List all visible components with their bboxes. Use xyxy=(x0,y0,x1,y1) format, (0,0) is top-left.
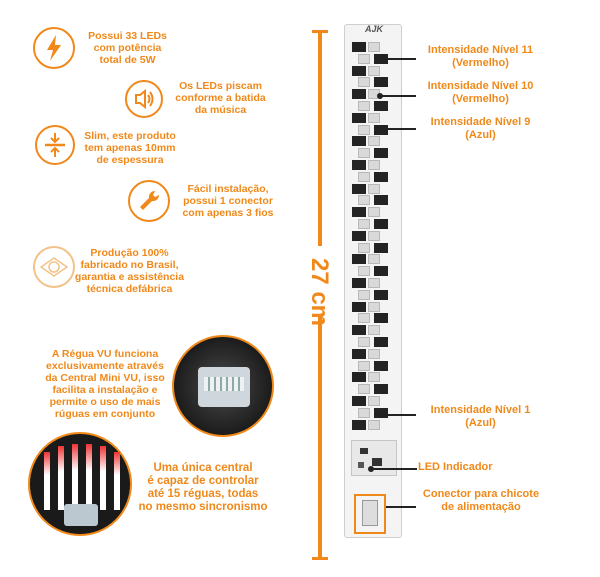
brazil-flag-icon xyxy=(33,246,75,288)
led-driver xyxy=(374,243,388,253)
led-chip xyxy=(368,136,380,146)
connector-box xyxy=(354,494,386,534)
feature-leds-text: Possui 33 LEDs com potência total de 5W xyxy=(88,30,167,66)
lightning-icon xyxy=(33,27,75,69)
led-driver xyxy=(352,231,366,241)
led-driver xyxy=(352,42,366,52)
led-chip xyxy=(368,349,380,359)
led-driver xyxy=(352,349,366,359)
led-chip xyxy=(358,290,370,300)
connector-label: Conector para chicote de alimentação xyxy=(422,488,540,513)
led-driver xyxy=(352,136,366,146)
led-driver xyxy=(374,384,388,394)
led-driver xyxy=(374,337,388,347)
led-chip xyxy=(358,54,370,64)
led-driver xyxy=(352,184,366,194)
led-driver xyxy=(352,254,366,264)
led-chip xyxy=(368,42,380,52)
led-driver xyxy=(352,396,366,406)
led-driver xyxy=(374,313,388,323)
led-indicator-label: LED Indicador xyxy=(418,461,493,473)
led-chip xyxy=(358,408,370,418)
led-chip xyxy=(358,195,370,205)
led-chip xyxy=(368,160,380,170)
led-chip xyxy=(358,219,370,229)
led-driver xyxy=(374,219,388,229)
level11-line xyxy=(380,58,416,60)
led-chip xyxy=(368,254,380,264)
level10-label: Intensidade Nível 10 (Vermelho) xyxy=(427,80,534,105)
led-driver xyxy=(374,172,388,182)
led-chip xyxy=(358,243,370,253)
led-indicator-chip xyxy=(360,448,368,454)
led-chip xyxy=(368,372,380,382)
led-driver xyxy=(374,148,388,158)
led-chip xyxy=(368,325,380,335)
level11-label: Intensidade Nível 11 (Vermelho) xyxy=(427,44,534,69)
led-driver xyxy=(352,89,366,99)
led-chip xyxy=(358,148,370,158)
feature-music-text: Os LEDs piscam conforme a batida da músi… xyxy=(175,80,266,116)
led-driver xyxy=(352,113,366,123)
feature-central-text: A Régua VU funciona exclusivamente atrav… xyxy=(45,348,165,420)
led-driver xyxy=(352,420,366,430)
led-driver xyxy=(352,325,366,335)
led-indicator-chip-2 xyxy=(372,458,382,466)
led-driver xyxy=(352,372,366,382)
led-driver xyxy=(352,160,366,170)
feature-sync-text: Uma única central é capaz de controlar a… xyxy=(138,462,268,513)
feature-slim-text: Slim, este produto tem apenas 10mm de es… xyxy=(84,130,176,166)
led-driver xyxy=(374,77,388,87)
led-driver xyxy=(352,278,366,288)
led-chip xyxy=(358,125,370,135)
led-driver xyxy=(374,101,388,111)
level1-line xyxy=(380,414,416,416)
led-chip xyxy=(368,420,380,430)
led-chip xyxy=(358,172,370,182)
led-indicator-line xyxy=(371,468,417,470)
dimension-cap-top xyxy=(312,30,328,33)
dimension-cap-bottom xyxy=(312,557,328,560)
led-chip xyxy=(358,384,370,394)
led-driver xyxy=(374,195,388,205)
led-chip xyxy=(368,231,380,241)
dimension-label: 27 cm xyxy=(306,257,333,327)
connector xyxy=(362,500,378,526)
led-driver xyxy=(352,207,366,217)
led-chip xyxy=(368,66,380,76)
speaker-icon xyxy=(125,80,163,118)
level10-line xyxy=(380,95,416,97)
led-chip xyxy=(358,77,370,87)
led-chip xyxy=(368,396,380,406)
led-driver xyxy=(374,361,388,371)
led-chip xyxy=(368,113,380,123)
led-chip xyxy=(358,313,370,323)
led-chip xyxy=(358,266,370,276)
led-driver xyxy=(374,266,388,276)
led-driver xyxy=(352,66,366,76)
led-driver xyxy=(374,290,388,300)
level9-line xyxy=(380,128,416,130)
thickness-icon xyxy=(35,125,75,165)
led-driver xyxy=(352,302,366,312)
led-chip xyxy=(368,207,380,217)
led-chip xyxy=(358,101,370,111)
level1-label: Intensidade Nível 1 (Azul) xyxy=(430,404,531,429)
led-chip xyxy=(368,278,380,288)
dimension-label-bg xyxy=(308,246,332,316)
led-indicator-chip-3 xyxy=(358,462,364,468)
led-chip xyxy=(358,337,370,347)
central-mini-image xyxy=(172,335,274,437)
led-chip xyxy=(368,184,380,194)
feature-install-text: Fácil instalação, possui 1 conector com … xyxy=(182,183,274,219)
level9-label: Intensidade Nível 9 (Azul) xyxy=(430,116,531,141)
reguas-image xyxy=(28,432,132,536)
wrench-icon xyxy=(128,180,170,222)
feature-brazil-text: Produção 100% fabricado no Brasil, garan… xyxy=(74,247,185,295)
connector-line xyxy=(386,506,416,508)
brand-logo: AJK xyxy=(365,24,384,34)
led-chip xyxy=(358,361,370,371)
led-chip xyxy=(368,302,380,312)
